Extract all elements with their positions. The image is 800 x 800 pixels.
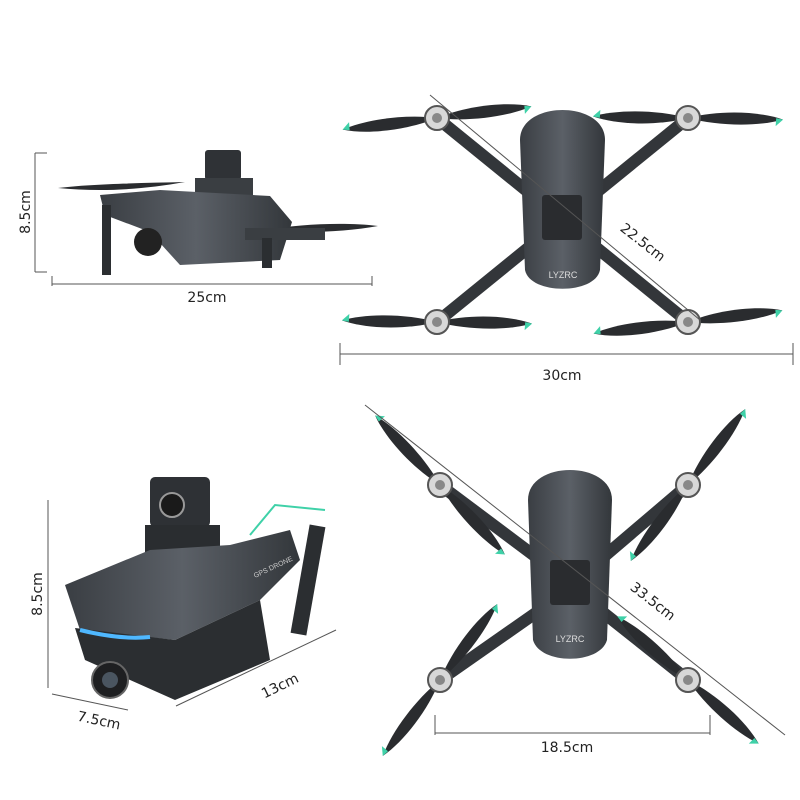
- iso-length-label: 13cm: [259, 671, 301, 703]
- iso-width-label: 7.5cm: [76, 709, 122, 734]
- unfolded-width-label: 18.5cm: [541, 740, 594, 756]
- unfolded-top-view-drone: LYZRC: [364, 404, 786, 759]
- brand-logo-2: LYZRC: [556, 634, 585, 644]
- iso-height-label: 8.5cm: [30, 572, 46, 616]
- brand-logo: LYZRC: [549, 270, 578, 280]
- side-height-label: 8.5cm: [18, 190, 34, 234]
- side-length-label: 25cm: [187, 290, 226, 306]
- unfolded-diagonal-label: 33.5cm: [627, 579, 678, 624]
- top-diagonal-label: 22.5cm: [617, 220, 668, 265]
- top-width-label: 30cm: [542, 368, 581, 384]
- top-view-drone: LYZRC: [339, 94, 794, 365]
- iso-folded-drone: GPS DRONE: [47, 477, 337, 711]
- side-view-drone: [34, 150, 378, 286]
